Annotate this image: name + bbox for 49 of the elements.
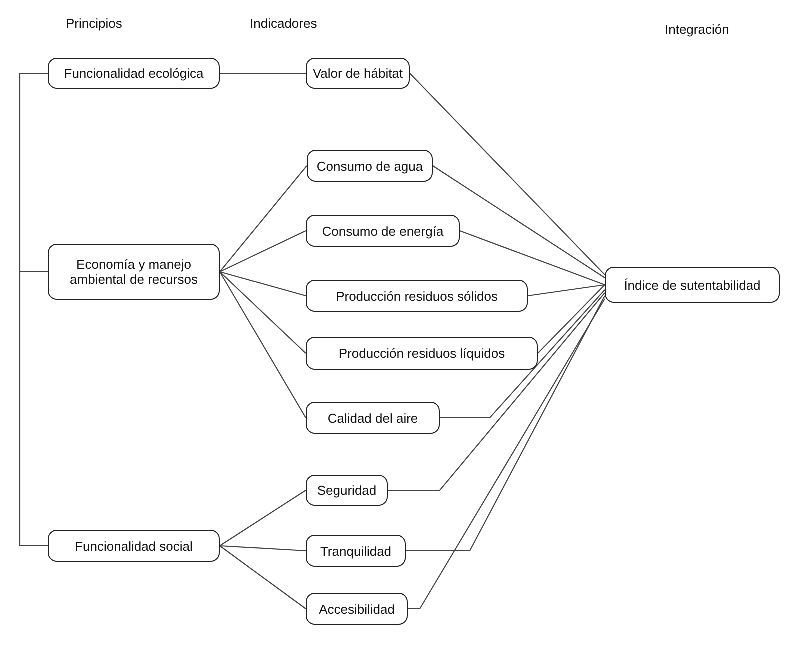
connector-line — [19, 72, 48, 273]
connector-line — [220, 72, 306, 74]
rounded-box — [48, 58, 220, 89]
node-label: Consumo de energía — [322, 224, 444, 238]
node-label: Producción residuos líquidos — [338, 346, 506, 361]
connector-line — [220, 490, 306, 546]
connector-line — [220, 546, 306, 610]
node-label: Funcionalidad social — [75, 538, 193, 554]
node-label: Índice de sutentabilidad — [624, 278, 761, 292]
column-heading: Integración — [665, 22, 730, 37]
node-label: Economía y manejo ambiental de recursos — [69, 257, 199, 287]
rounded-box — [306, 593, 408, 625]
connector-line — [220, 272, 306, 418]
rounded-box — [306, 337, 538, 370]
node-label: Valor de hábitat — [312, 66, 404, 81]
connector-line — [19, 271, 48, 547]
node-label: Accesibilidad — [319, 602, 395, 616]
rounded-box — [306, 215, 460, 247]
rounded-box — [48, 244, 220, 300]
connector-line — [220, 230, 306, 272]
rounded-box — [48, 530, 220, 562]
rounded-box — [605, 267, 780, 303]
connector-line — [410, 73, 606, 276]
node-label: Funcionalidad ecológica — [64, 66, 204, 81]
connector-line — [220, 272, 306, 354]
connector-line — [220, 271, 306, 297]
rounded-box — [306, 58, 410, 89]
connector-line — [406, 296, 606, 552]
connector-line — [440, 290, 606, 419]
connector-line — [538, 284, 606, 354]
connector-line — [408, 298, 606, 610]
column-heading: Indicadores — [250, 16, 318, 31]
connector-line — [528, 284, 606, 297]
connector-line — [220, 545, 306, 552]
connector-line — [460, 230, 606, 286]
node-label: Consumo de agua — [316, 158, 424, 174]
node-label: Producción residuos sólidos — [336, 288, 498, 304]
column-heading: Principios — [66, 16, 122, 31]
rounded-box — [306, 475, 388, 506]
node-label: Tranquilidad — [320, 544, 392, 558]
rounded-box — [306, 402, 440, 434]
connector-line — [388, 292, 606, 492]
connector-line — [220, 166, 308, 272]
connector-line — [432, 166, 606, 278]
rounded-box — [306, 280, 528, 312]
rounded-box — [307, 150, 433, 182]
node-label: Calidad del aire — [328, 410, 418, 426]
node-label: Seguridad — [317, 483, 377, 498]
rounded-box — [306, 535, 406, 567]
